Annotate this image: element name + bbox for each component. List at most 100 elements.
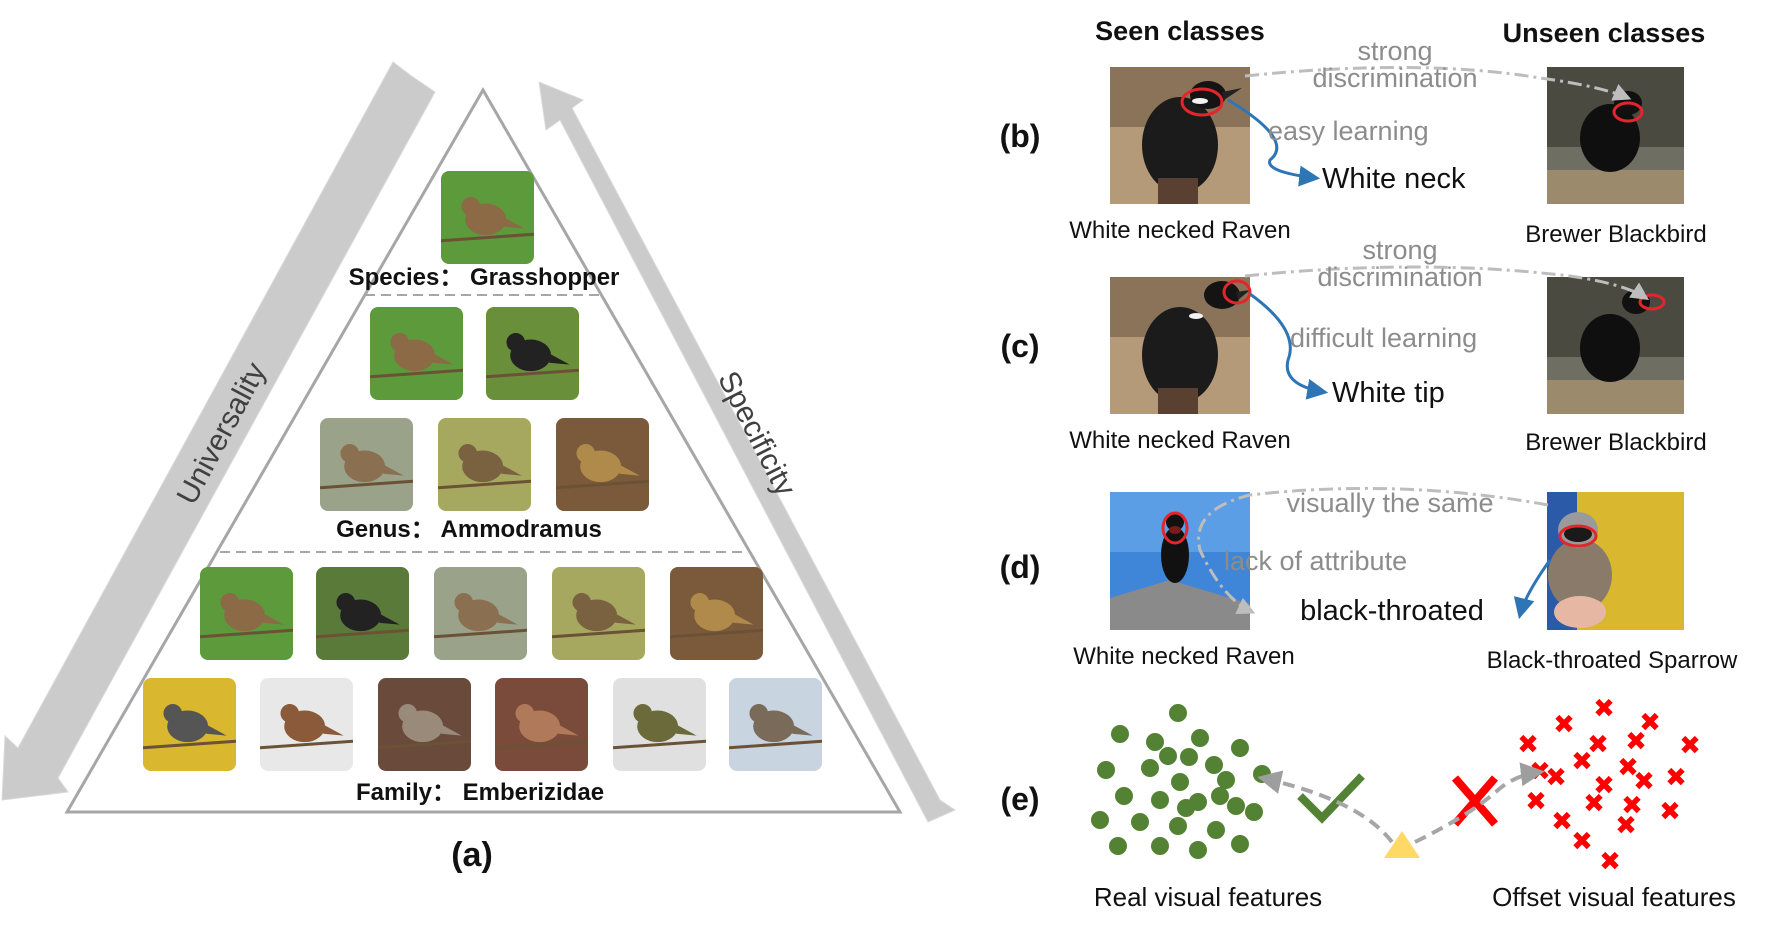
prototype-triangle-icon <box>1384 831 1420 858</box>
real-feature-dot <box>1141 759 1159 777</box>
raven-tip-highlight <box>1222 279 1252 305</box>
bird-thumbnail <box>441 171 534 264</box>
panel-b-right-caption: Brewer Blackbird <box>1525 221 1706 248</box>
species-label: Species： Grasshopper <box>349 264 620 291</box>
panel-d-left-caption: White necked Raven <box>1073 643 1294 670</box>
panel-b-dashdot-arrow <box>1244 66 1632 101</box>
offset-feature-cross: ✖ <box>1571 826 1593 856</box>
genus-label: Genus： Ammodramus <box>336 516 602 543</box>
real-feature-dot <box>1115 787 1133 805</box>
bird-thumbnail <box>613 678 706 771</box>
offset-feature-cross: ✖ <box>1517 729 1539 759</box>
panel-d-blue-arrow <box>1513 559 1552 620</box>
panel-b-attribute: White neck <box>1322 163 1466 195</box>
offset-feature-cross: ✖ <box>1659 796 1681 826</box>
panel-b-photos <box>1110 67 1684 204</box>
panel-b-blue-arrow <box>1227 98 1321 187</box>
panel-d-right-caption: Black-throated Sparrow <box>1487 647 1738 674</box>
bird-thumbnail <box>320 418 413 511</box>
real-feature-dot <box>1205 756 1223 774</box>
real-feature-dot <box>1146 733 1164 751</box>
panel-d-top: visually the same <box>1286 488 1493 518</box>
to-offset-dashed-arrow <box>1414 762 1545 844</box>
bird-thumbnail <box>143 678 236 771</box>
bird-thumbnail <box>670 567 763 660</box>
offset-feature-cross: ✖ <box>1529 756 1551 786</box>
panel-b-left-caption: White necked Raven <box>1069 217 1290 244</box>
cross-icon <box>1451 775 1499 827</box>
real-feature-dot <box>1171 773 1189 791</box>
real-feature-dot <box>1245 803 1263 821</box>
real-feature-dot <box>1151 791 1169 809</box>
real-feature-dot <box>1109 837 1127 855</box>
real-feature-dot <box>1151 837 1169 855</box>
panel-b-top-line1: strong <box>1357 36 1432 66</box>
sparrow-throat-highlight <box>1558 524 1598 548</box>
bird-thumbnail <box>438 418 531 511</box>
blackbird-neck-highlight <box>1612 101 1644 123</box>
bird-thumbnail <box>729 678 822 771</box>
panel-d-gray-arrow <box>1197 486 1549 615</box>
panel-c-middle: difficult learning <box>1290 323 1477 353</box>
unseen-classes-header: Unseen classes <box>1503 18 1706 48</box>
check-icon <box>1297 773 1365 824</box>
offset-feature-cross: ✖ <box>1583 788 1605 818</box>
bird-thumbnail <box>378 678 471 771</box>
bird-thumbnail <box>486 307 579 400</box>
panel-c-right-caption: Brewer Blackbird <box>1525 429 1706 456</box>
real-feature-dot <box>1111 725 1129 743</box>
bird-thumbnail <box>495 678 588 771</box>
real-feature-dot <box>1207 821 1225 839</box>
panel-a-caption: (a) <box>451 836 493 874</box>
real-feature-dot <box>1097 761 1115 779</box>
offset-feature-cross: ✖ <box>1615 810 1637 840</box>
real-feature-dot <box>1091 811 1109 829</box>
real-feature-dot <box>1189 841 1207 859</box>
offset-feature-cross: ✖ <box>1679 730 1701 760</box>
panel-d-photos <box>1110 492 1684 630</box>
offset-feature-cross: ✖ <box>1525 786 1547 816</box>
real-feature-dot <box>1169 817 1187 835</box>
offset-feature-cross: ✖ <box>1633 766 1655 796</box>
panel-e-right-caption: Offset visual features <box>1492 882 1736 912</box>
real-feature-dot <box>1231 835 1249 853</box>
family-label: Family： Emberizidae <box>356 779 604 806</box>
offset-feature-cross: ✖ <box>1625 726 1647 756</box>
offset-feature-cross: ✖ <box>1571 746 1593 776</box>
to-real-dashed-arrow <box>1257 770 1394 844</box>
blackbird-tip-highlight <box>1638 293 1666 311</box>
real-feature-dot <box>1159 747 1177 765</box>
offset-feature-cross: ✖ <box>1553 709 1575 739</box>
real-feature-dot <box>1217 771 1235 789</box>
seen-classes-header: Seen classes <box>1095 16 1265 46</box>
panel-c-left-caption: White necked Raven <box>1069 427 1290 454</box>
offset-feature-cluster: ✖✖✖✖✖✖✖✖✖✖✖✖✖✖✖✖✖✖✖✖✖✖ <box>1517 693 1701 876</box>
panel-d-middle: lack of attribute <box>1224 546 1407 576</box>
offset-feature-cross: ✖ <box>1617 752 1639 782</box>
panel-b-tag: (b) <box>1000 118 1041 154</box>
panel-b-middle: easy learning <box>1268 116 1429 146</box>
real-feature-dot <box>1180 748 1198 766</box>
panel-c-photos <box>1110 277 1684 414</box>
real-feature-dot <box>1191 729 1209 747</box>
bird-thumbnail <box>434 567 527 660</box>
panel-e-tag: (e) <box>1000 781 1039 817</box>
specificity-arrow <box>538 81 957 823</box>
real-feature-dot <box>1231 739 1249 757</box>
real-feature-dot <box>1131 813 1149 831</box>
offset-feature-cross: ✖ <box>1599 846 1621 876</box>
bird-thumbnail <box>556 418 649 511</box>
bird-thumbnail <box>260 678 353 771</box>
panel-c-tag: (c) <box>1000 328 1039 364</box>
bird-thumbnail <box>200 567 293 660</box>
panel-c-attribute: White tip <box>1332 377 1445 409</box>
real-feature-dot <box>1169 704 1187 722</box>
real-feature-cluster <box>1091 704 1271 859</box>
offset-feature-cross: ✖ <box>1593 770 1615 800</box>
offset-feature-cross: ✖ <box>1551 806 1573 836</box>
panel-d-tag: (d) <box>1000 549 1041 585</box>
offset-feature-cross: ✖ <box>1545 762 1567 792</box>
panel-c-blue-arrow <box>1249 292 1329 400</box>
